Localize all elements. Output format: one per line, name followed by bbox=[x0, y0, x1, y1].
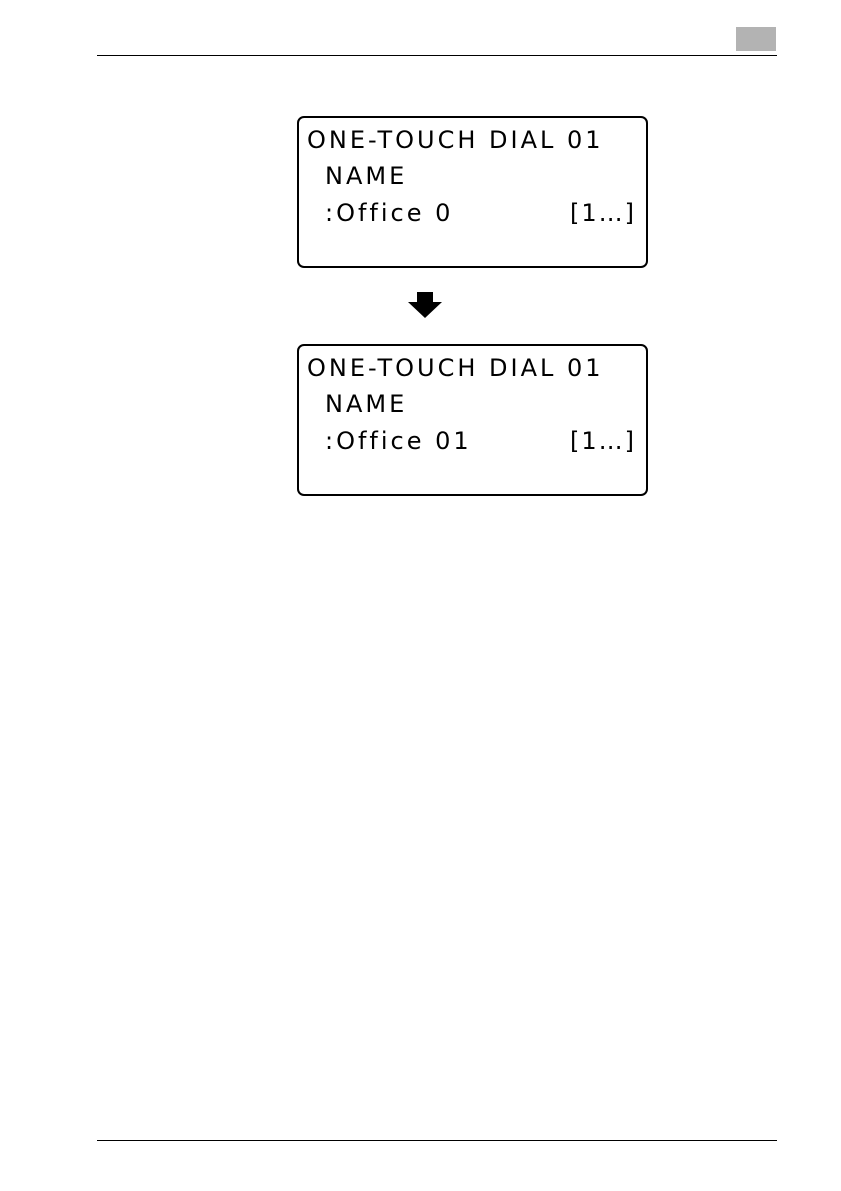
header-rule bbox=[97, 55, 777, 56]
lcd-field-label: NAME bbox=[325, 164, 407, 188]
lcd-input-mode-indicator: [1…] bbox=[570, 201, 636, 225]
footer-rule bbox=[97, 1140, 777, 1141]
lcd-field-value: :Office 0 bbox=[325, 201, 453, 225]
lcd-title-line: ONE-TOUCH DIAL 01 bbox=[307, 128, 604, 152]
lcd-screen-after: ONE-TOUCH DIAL 01 NAME :Office 01 [1…] bbox=[297, 344, 648, 496]
lcd-field-value: :Office 01 bbox=[325, 429, 472, 453]
arrow-down-icon bbox=[408, 292, 442, 318]
lcd-input-mode-indicator: [1…] bbox=[570, 429, 636, 453]
lcd-field-label: NAME bbox=[325, 392, 407, 416]
lcd-title-line: ONE-TOUCH DIAL 01 bbox=[307, 356, 604, 380]
chapter-tab-marker bbox=[736, 27, 776, 51]
lcd-screen-before: ONE-TOUCH DIAL 01 NAME :Office 0 [1…] bbox=[297, 116, 648, 268]
